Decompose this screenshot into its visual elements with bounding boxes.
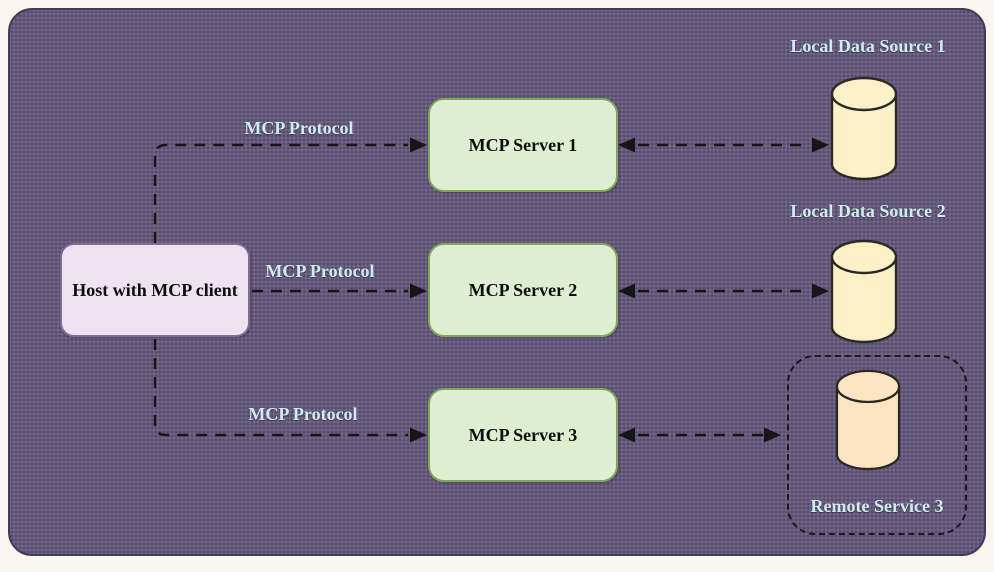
node-host-with-mcp-client: Host with MCP client (60, 243, 250, 337)
server-1-label: MCP Server 1 (468, 134, 578, 155)
protocol-label-2: MCP Protocol (265, 261, 375, 281)
connector-host-server3 (153, 339, 427, 443)
remote-service-label: Remote Service 3 (810, 496, 944, 516)
connector-host-server2 (252, 283, 427, 299)
connector-host-server1 (153, 137, 427, 243)
connector-server2-datasource2 (618, 283, 829, 299)
node-mcp-server-2: MCP Server 2 (428, 243, 618, 337)
remote-service-boundary (787, 355, 967, 535)
connector-server3-remote (618, 427, 781, 443)
protocol-label-1: MCP Protocol (244, 118, 354, 138)
datasource-1-label: Local Data Source 1 (790, 36, 946, 56)
node-mcp-server-1: MCP Server 1 (428, 98, 618, 192)
database-cylinder-icon (829, 237, 899, 345)
diagram-canvas: Host with MCP client MCP Server 1 MCP Se… (8, 8, 986, 556)
connector-server1-datasource1 (618, 137, 829, 153)
node-mcp-server-3: MCP Server 3 (428, 388, 618, 482)
database-cylinder-icon (829, 74, 899, 182)
host-label: Host with MCP client (72, 279, 238, 300)
server-2-label: MCP Server 2 (468, 279, 578, 300)
database-cylinder-icon (834, 367, 902, 472)
protocol-label-3: MCP Protocol (248, 404, 358, 424)
datasource-2-label: Local Data Source 2 (790, 201, 946, 221)
server-3-label: MCP Server 3 (468, 424, 578, 445)
